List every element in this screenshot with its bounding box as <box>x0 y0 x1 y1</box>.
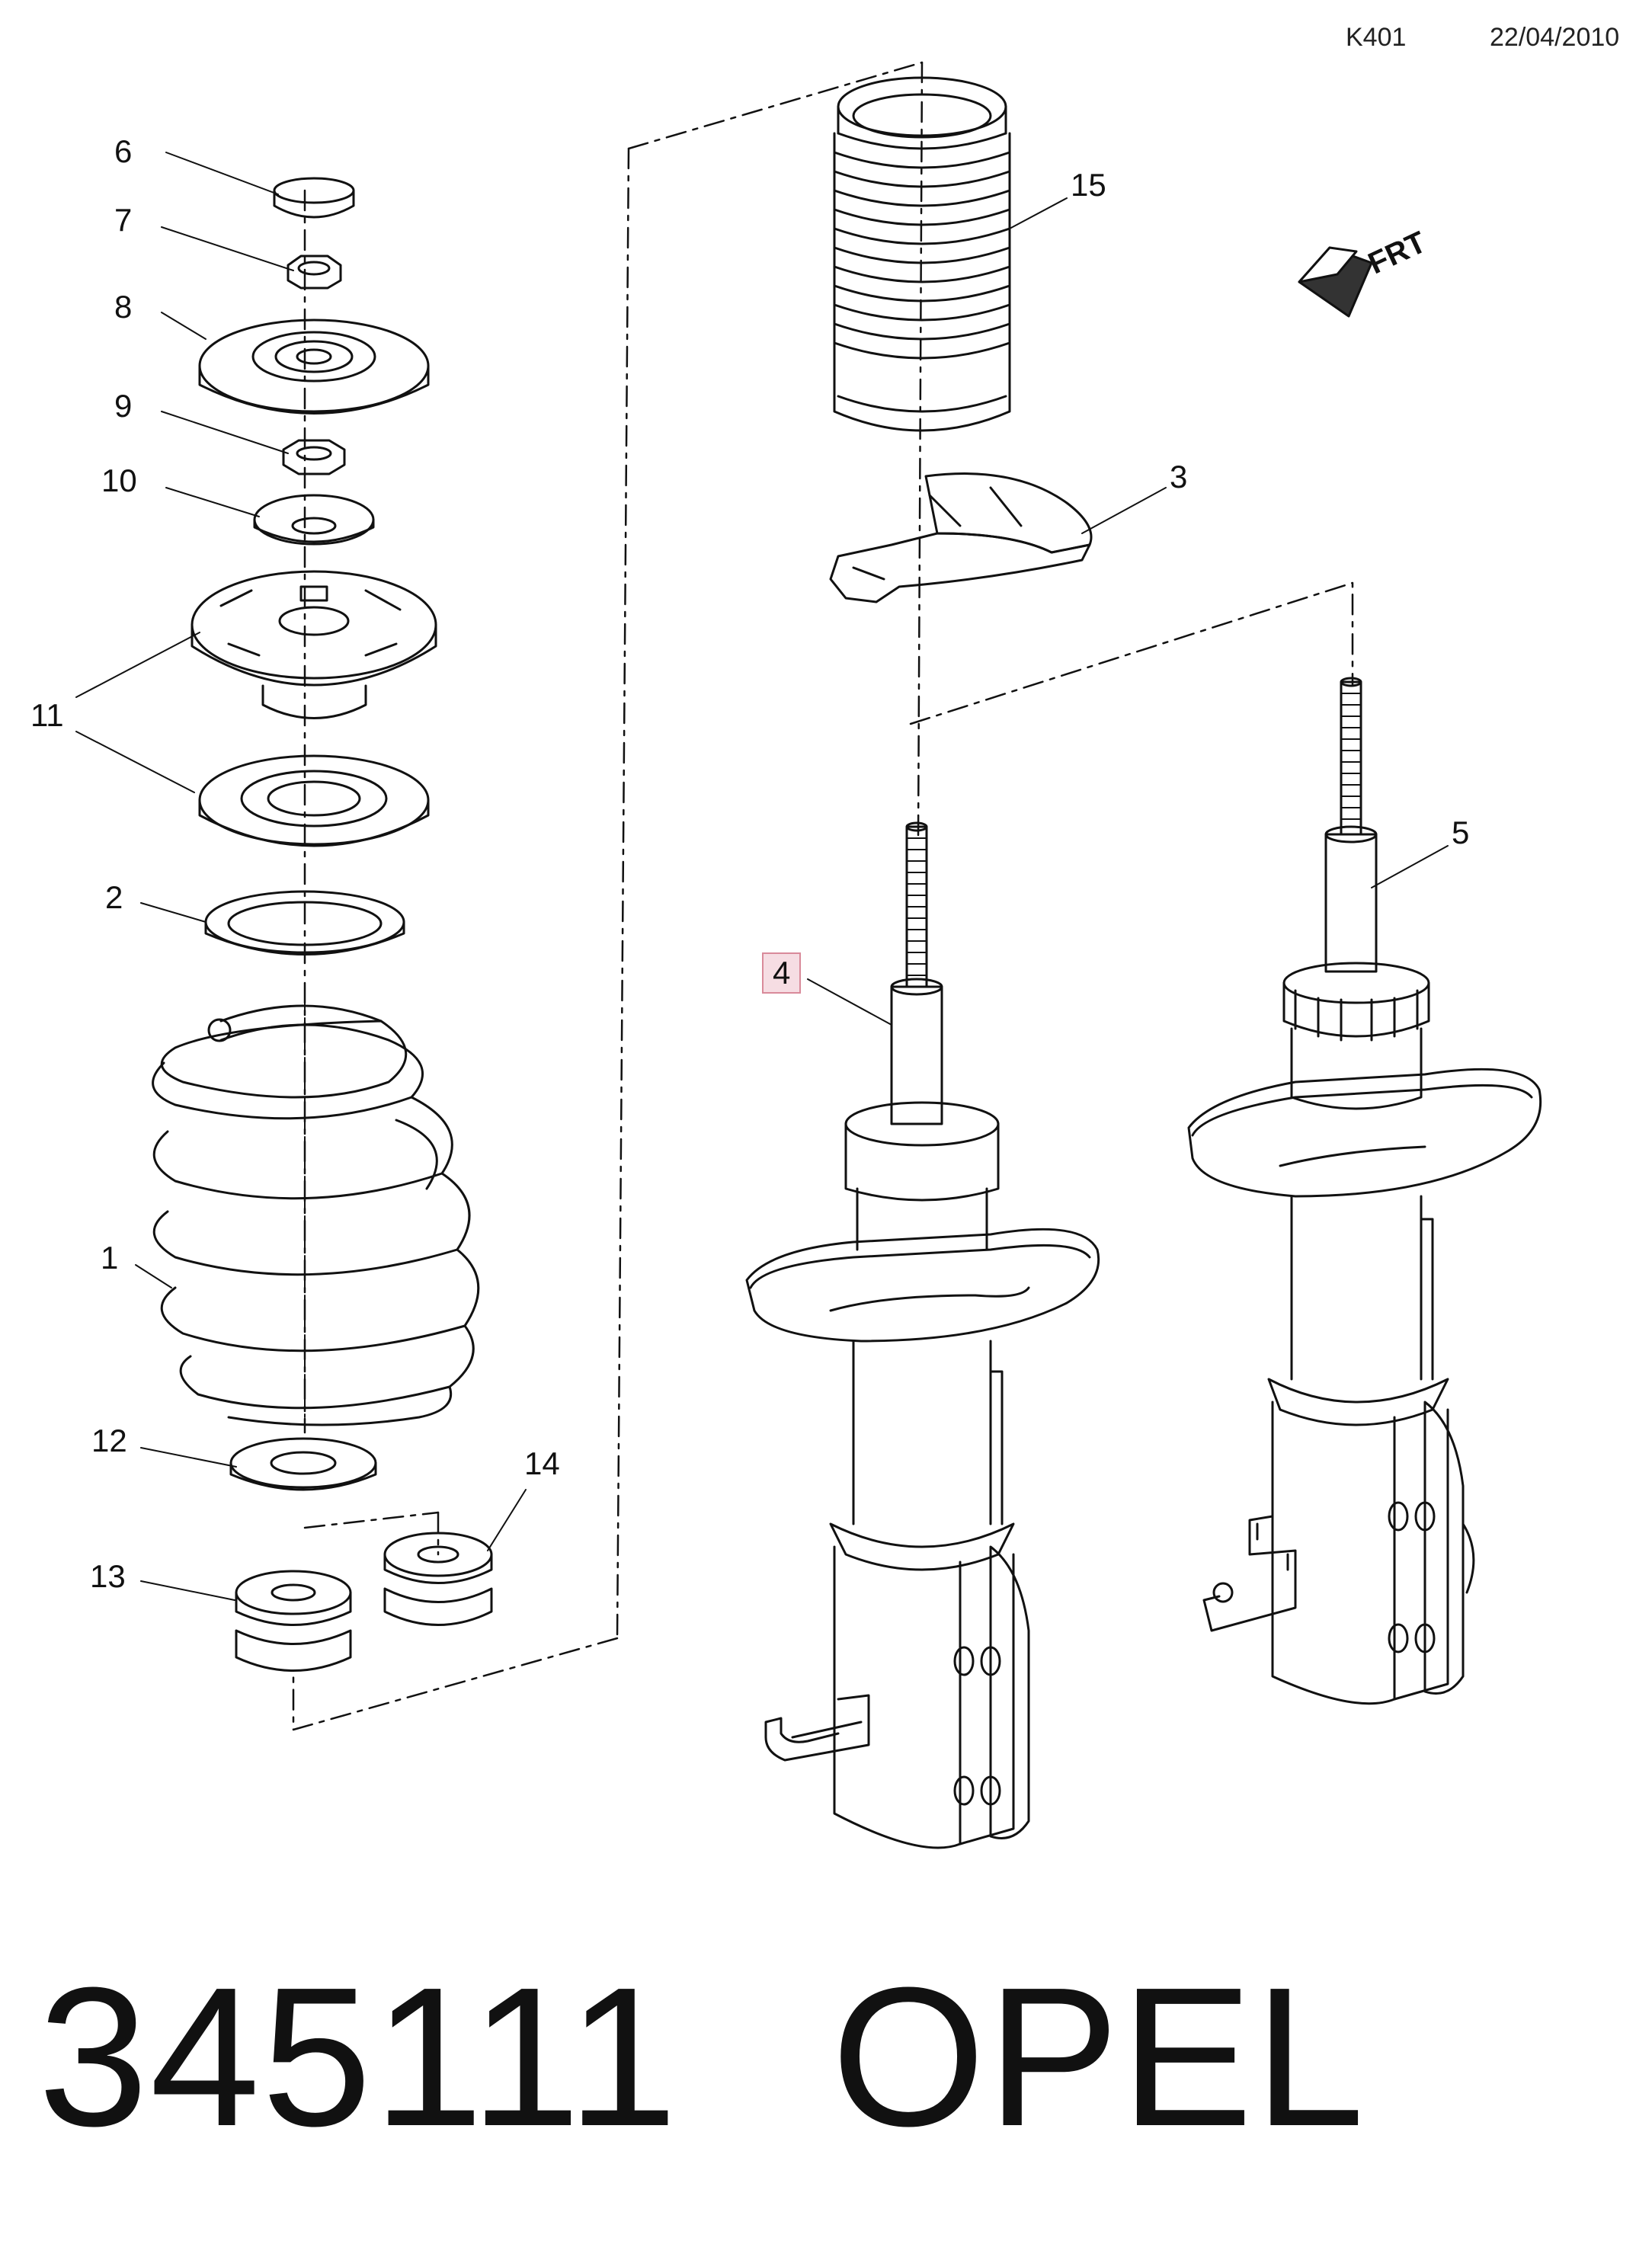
callout-10: 10 <box>101 463 137 498</box>
callout-13: 13 <box>90 1558 126 1594</box>
callout-9: 9 <box>114 388 133 424</box>
spring-seat-part-3 <box>829 472 1093 603</box>
shock-absorber-part-4 <box>745 821 1100 1849</box>
strut-mount-part-11 <box>190 570 437 719</box>
callout-3: 3 <box>1170 459 1188 495</box>
washer-part-10 <box>253 494 375 546</box>
callout-4[interactable]: 4 <box>762 952 802 994</box>
leader-lines <box>75 152 1449 1601</box>
brand-name: OPEL <box>831 1947 1366 2168</box>
callout-2: 2 <box>105 879 123 915</box>
callout-7: 7 <box>114 202 133 238</box>
callout-11: 11 <box>30 697 64 733</box>
bump-stop-part-13 <box>235 1570 352 1672</box>
nut-part-9 <box>282 439 346 475</box>
cap-part-6 <box>273 177 355 219</box>
front-direction-arrow-icon <box>1298 246 1373 318</box>
diagram-code: K401 <box>1346 23 1407 52</box>
bump-stop-part-14 <box>383 1532 493 1626</box>
callout-5: 5 <box>1452 815 1470 850</box>
strut-bearing-part-11 <box>198 754 430 847</box>
diagram-date: 22/04/2010 <box>1490 23 1620 52</box>
callout-12: 12 <box>91 1423 127 1458</box>
callout-6: 6 <box>114 133 133 169</box>
lower-spring-seat-part-12 <box>229 1437 377 1491</box>
callout-8: 8 <box>114 289 133 325</box>
callout-1: 1 <box>101 1240 119 1276</box>
callout-15: 15 <box>1071 167 1106 203</box>
part-number: 345111 <box>38 1947 680 2168</box>
coil-spring-part-1 <box>152 990 480 1426</box>
callout-14: 14 <box>524 1445 560 1481</box>
assembly-dashed-lines <box>292 61 1354 1731</box>
top-mount-plate-part-8 <box>198 319 430 415</box>
shock-absorber-part-5 <box>1187 677 1542 1705</box>
dust-boot-part-15 <box>833 76 1011 432</box>
nut-part-7 <box>287 254 342 290</box>
